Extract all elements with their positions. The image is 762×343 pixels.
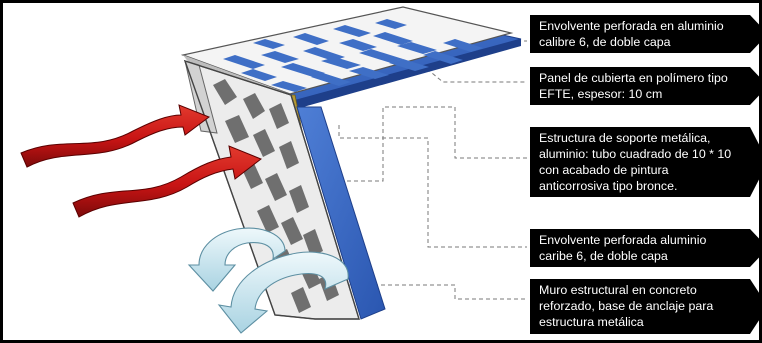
wind-arrow-icon <box>21 105 209 167</box>
leader-line-3 <box>319 107 527 181</box>
callout-roof-panel: Panel de cubierta en polímero tipo EFTE,… <box>530 67 750 105</box>
callout-envelope-front: Envolvente perforada aluminio caribe 6, … <box>530 229 750 267</box>
leader-line-4 <box>339 125 527 247</box>
callout-label: Envolvente perforada en aluminio calibre… <box>539 19 724 49</box>
callout-envelope-roof: Envolvente perforada en aluminio calibre… <box>530 15 750 53</box>
callout-label: Muro estructural en concreto reforzado, … <box>539 283 713 329</box>
callout-support-structure: Estructura de soporte metálica, aluminio… <box>530 127 750 197</box>
callout-label: Panel de cubierta en polímero tipo EFTE,… <box>539 71 728 101</box>
leader-line-2 <box>427 69 527 82</box>
callout-structural-wall: Muro estructural en concreto reforzado, … <box>530 279 750 334</box>
callout-label: Envolvente perforada aluminio caribe 6, … <box>539 233 706 263</box>
callout-label: Estructura de soporte metálica, aluminio… <box>539 131 731 193</box>
